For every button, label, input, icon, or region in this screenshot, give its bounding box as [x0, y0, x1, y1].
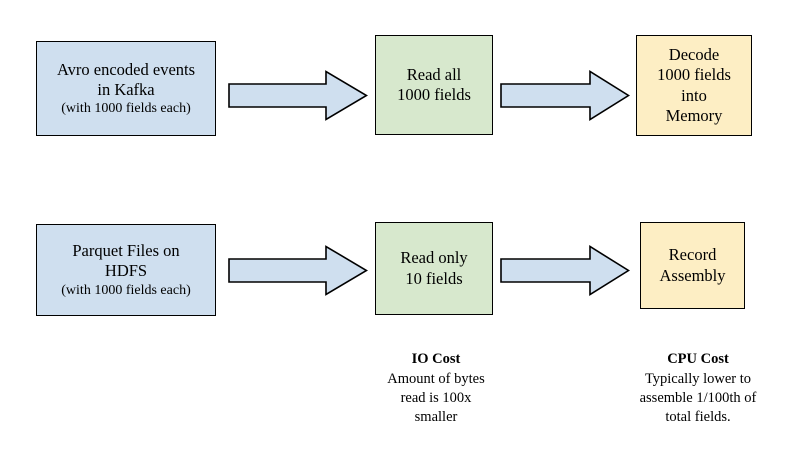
right-arrow-icon — [500, 245, 630, 296]
arrow-read-to-decode — [500, 70, 630, 121]
parquet-source-line-1: Parquet Files on — [72, 241, 180, 261]
right-arrow-icon — [228, 70, 368, 121]
parquet-source-line-2: HDFS — [104, 261, 148, 281]
record-assembly-box[interactable]: Record Assembly — [640, 222, 745, 309]
io-cost-line-3: smaller — [414, 409, 458, 426]
record-assembly-line-1: Record — [668, 245, 717, 265]
cpu-cost-caption: CPU Cost Typically lower to assemble 1/1… — [608, 350, 788, 428]
arrow-parquet-to-read — [228, 245, 368, 296]
avro-source-line-2: in Kafka — [97, 79, 155, 99]
cpu-cost-line-1: Typically lower to — [644, 371, 752, 388]
decode-memory-box[interactable]: Decode 1000 fields into Memory — [636, 35, 752, 136]
avro-source-subtext: (with 1000 fields each) — [61, 101, 191, 117]
io-cost-line-1: Amount of bytes — [387, 371, 485, 388]
arrow-avro-to-read — [228, 70, 368, 121]
io-cost-caption: IO Cost Amount of bytes read is 100x sma… — [357, 350, 515, 428]
decode-line-2: 1000 fields — [657, 65, 731, 85]
io-cost-title: IO Cost — [411, 351, 461, 367]
right-arrow-icon — [500, 70, 630, 121]
read-all-fields-box[interactable]: Read all 1000 fields — [375, 35, 493, 135]
decode-line-3: into — [681, 85, 707, 105]
io-cost-line-2: read is 100x — [400, 390, 472, 407]
parquet-source-box[interactable]: Parquet Files on HDFS (with 1000 fields … — [36, 224, 216, 316]
avro-source-line-1: Avro encoded events — [56, 59, 196, 79]
cpu-cost-title: CPU Cost — [667, 351, 729, 367]
decode-line-4: Memory — [665, 105, 723, 125]
record-assembly-line-2: Assembly — [659, 265, 726, 285]
read-only-10-fields-box[interactable]: Read only 10 fields — [375, 222, 493, 315]
cpu-cost-line-3: total fields. — [665, 409, 731, 426]
arrow-read-to-record-assembly — [500, 245, 630, 296]
cpu-cost-line-2: assemble 1/100th of — [639, 390, 757, 407]
right-arrow-icon — [228, 245, 368, 296]
parquet-source-subtext: (with 1000 fields each) — [61, 282, 191, 298]
read-all-line-2: 1000 fields — [397, 85, 471, 104]
read-only-line-1: Read only — [400, 248, 468, 268]
avro-source-box[interactable]: Avro encoded events in Kafka (with 1000 … — [36, 41, 216, 136]
read-only-line-2: 10 fields — [405, 268, 463, 288]
decode-line-1: Decode — [668, 45, 720, 65]
read-all-line-1: Read all — [406, 64, 462, 84]
